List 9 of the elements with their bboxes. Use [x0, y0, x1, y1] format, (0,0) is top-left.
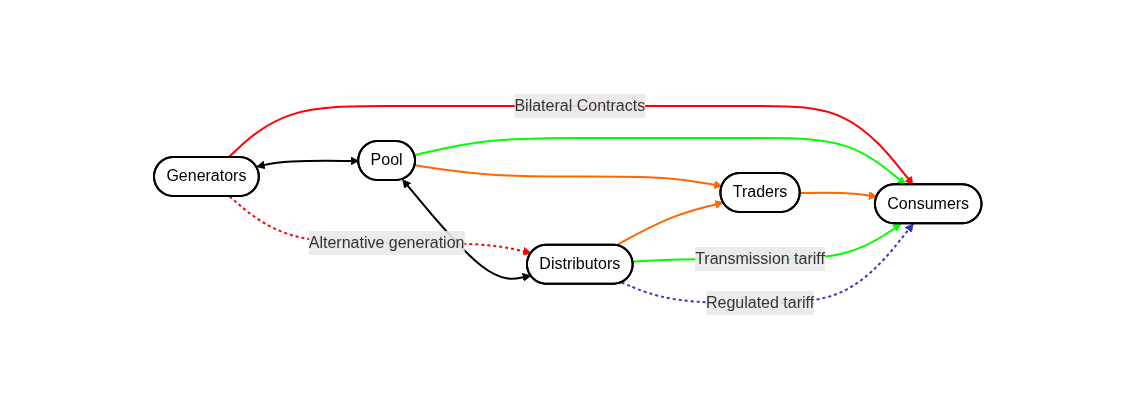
edge-label: Bilateral Contracts [514, 96, 645, 114]
arrow [227, 104, 914, 185]
edge-label: Transmission tariff [694, 249, 825, 267]
edge-label: Alternative generation [308, 233, 465, 251]
edge-label: Regulated tariff [705, 293, 814, 311]
arrow [228, 195, 532, 256]
arrow [615, 199, 724, 246]
arrow [413, 136, 906, 185]
arrow [256, 156, 359, 169]
